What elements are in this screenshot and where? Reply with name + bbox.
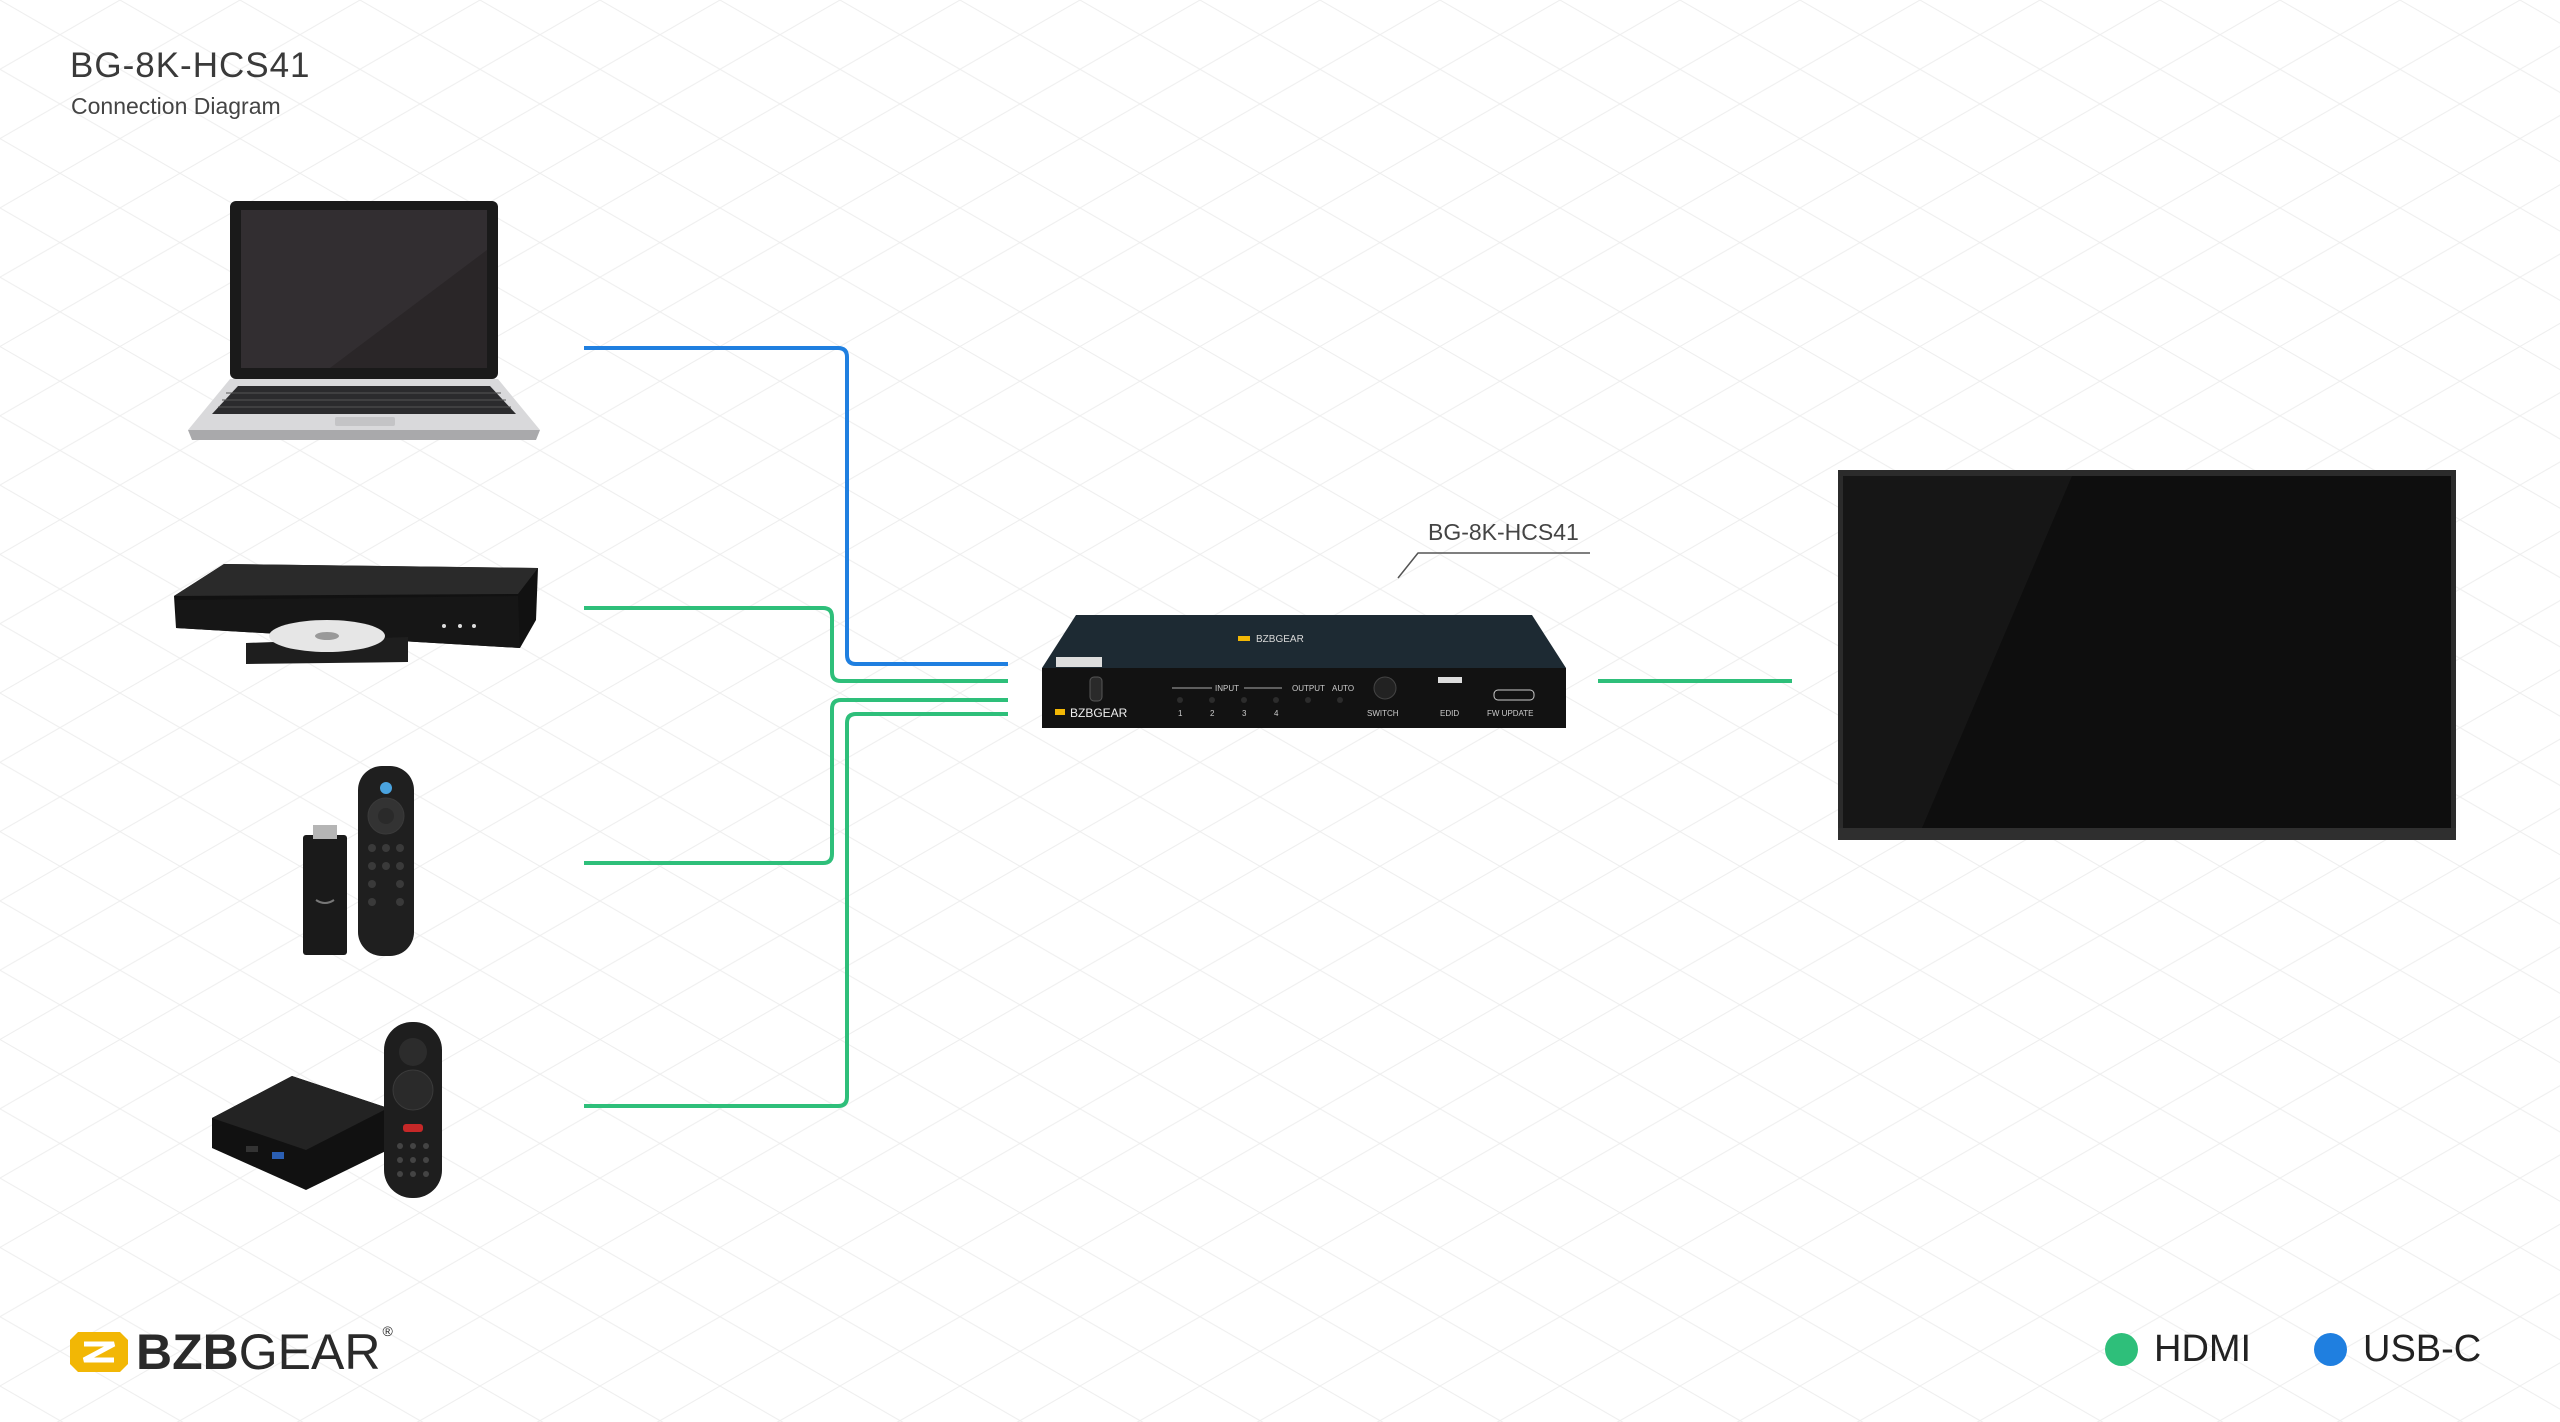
usbc-legend-dot: [2314, 1332, 2347, 1366]
hdmi-cable-bluray: [584, 606, 1008, 683]
bluray-player-device: [174, 564, 538, 664]
auto-label: AUTO: [1332, 684, 1354, 693]
display-device: [1838, 470, 2456, 840]
bzbgear-logo-icon: [70, 1332, 128, 1372]
hdmi-cable-stick: [584, 698, 1008, 865]
edid-label: EDID: [1440, 709, 1459, 718]
logo-text: BZBGEAR®: [136, 1323, 393, 1380]
diagram-title: BG-8K-HCS41: [70, 46, 311, 85]
switcher-model-label: BG-8K-HCS41: [1428, 519, 1579, 545]
hdmi-switcher-device: BZBGEAR BZBGEAR INPUT OUTPUT AUTO 1 2 3 …: [1042, 615, 1566, 728]
switcher-front-brand: BZBGEAR: [1070, 706, 1128, 720]
legend-label-hdmi: HDMI: [2154, 1327, 2252, 1370]
usbc-cable-laptop: [584, 346, 1008, 666]
hdmi-cable-mediabox: [584, 712, 1008, 1108]
media-box-device: [212, 1022, 442, 1198]
port-label-2: 2: [1210, 709, 1215, 718]
fw-update-label: FW UPDATE: [1487, 709, 1534, 718]
legend-label-usbc: USB-C: [2363, 1327, 2482, 1370]
connection-lines: [584, 346, 1792, 1108]
legend-item-hdmi: HDMI: [2105, 1324, 2251, 1374]
streaming-stick-device: [303, 766, 414, 956]
port-label-3: 3: [1242, 709, 1247, 718]
port-label-4: 4: [1274, 709, 1279, 718]
hdmi-legend-dot: [2105, 1332, 2138, 1366]
legend-item-usbc: USB-C: [2314, 1324, 2481, 1374]
switcher-callout-line: [1397, 552, 1590, 579]
output-label: OUTPUT: [1292, 684, 1325, 693]
laptop-device: [188, 201, 540, 440]
switcher-top-brand: BZBGEAR: [1256, 634, 1304, 645]
bzbgear-logo: BZBGEAR®: [70, 1322, 393, 1382]
switch-label: SWITCH: [1367, 709, 1399, 718]
port-label-1: 1: [1178, 709, 1183, 718]
input-label: INPUT: [1215, 684, 1239, 693]
diagram-subtitle: Connection Diagram: [71, 93, 281, 119]
